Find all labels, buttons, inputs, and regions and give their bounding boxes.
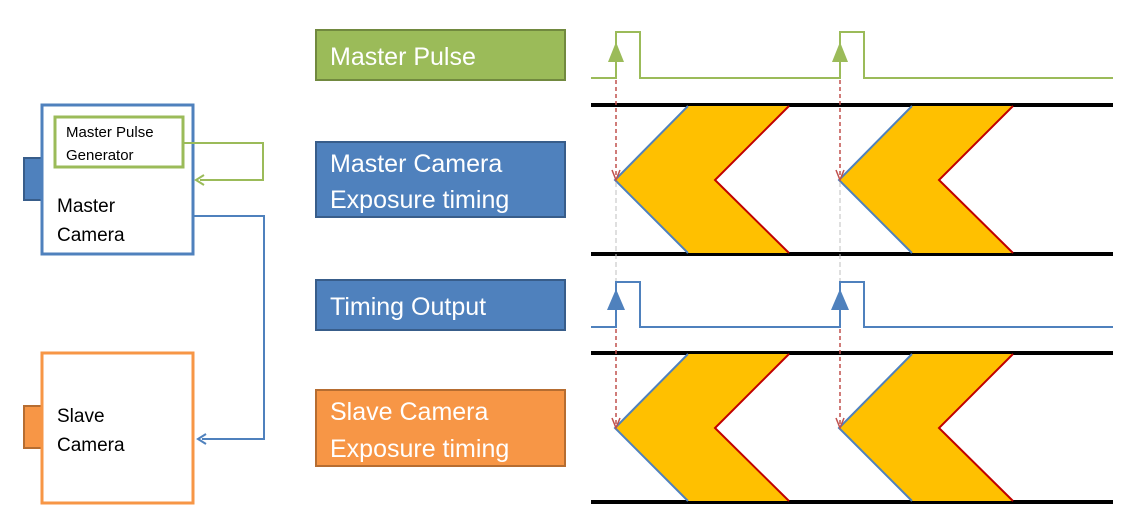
slave-exposure-label-box xyxy=(315,389,566,467)
master-pulse-arrow-1 xyxy=(608,42,624,62)
master-pulse-label-box xyxy=(315,29,566,81)
master-pulse-generator-box xyxy=(53,115,185,169)
master-camera-label-line1: Master xyxy=(57,196,116,217)
slave-exposure-chevron-2 xyxy=(837,353,1014,502)
master-to-slave-arrowhead xyxy=(196,433,207,445)
master-pulse-waveform xyxy=(591,31,1113,79)
slave-camera-connector xyxy=(23,405,43,449)
trigger-arrowhead-slave-1 xyxy=(611,417,621,431)
timing-output-arrow-1 xyxy=(607,289,625,310)
timing-output-waveform xyxy=(591,281,1113,328)
master-exposure-label-box xyxy=(315,141,566,218)
master-camera-label-line2: Camera xyxy=(57,225,125,246)
master-pulse-arrow-2 xyxy=(832,42,848,62)
timing-output-arrow-2 xyxy=(831,289,849,310)
master-pulse-label: Master Pulse xyxy=(330,43,476,71)
master-exposure-chevron-2 xyxy=(837,105,1014,254)
master-exposure-chevron-1 xyxy=(613,105,790,254)
slave-exposure-label-line1: Slave Camera xyxy=(330,398,488,426)
timing-output-label: Timing Output xyxy=(330,293,486,321)
generator-feedback-line xyxy=(183,142,264,181)
generator-feedback-arrowhead xyxy=(194,174,205,186)
slave-camera-label-line1: Slave xyxy=(57,406,105,427)
master-camera-connector xyxy=(23,157,43,201)
pulse-generator-label-line2: Generator xyxy=(66,147,134,164)
master-exposure-label-line1: Master Camera xyxy=(330,150,502,178)
pulse-generator-label-line1: Master Pulse xyxy=(66,124,154,141)
slave-camera-label-line2: Camera xyxy=(57,435,125,456)
trigger-arrowhead-master-1 xyxy=(611,169,621,183)
slave-exposure-chevron-1 xyxy=(613,353,790,502)
trigger-arrowhead-slave-2 xyxy=(835,417,845,431)
timing-output-label-box xyxy=(315,279,566,331)
master-to-slave-line xyxy=(193,215,265,440)
slave-exposure-label-line2: Exposure timing xyxy=(330,435,509,463)
slave-camera-box xyxy=(40,351,195,505)
master-exposure-label-line2: Exposure timing xyxy=(330,186,509,214)
trigger-arrowhead-master-2 xyxy=(835,169,845,183)
